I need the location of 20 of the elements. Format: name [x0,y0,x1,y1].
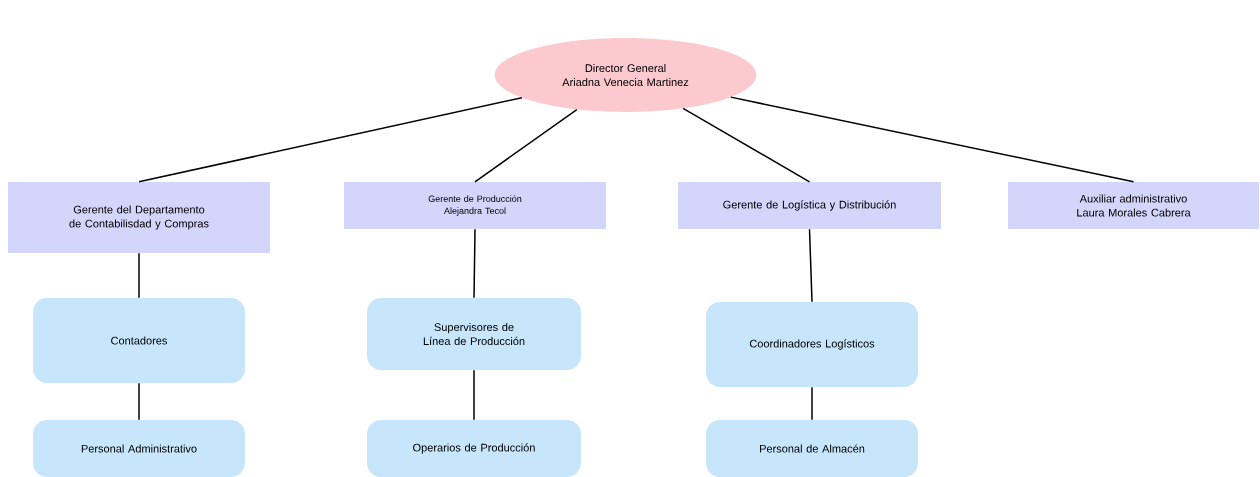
staff-box: Personal de Almacén [706,420,918,477]
manager-box: Gerente de Producción Alejandra Tecol [344,182,606,229]
staff-box: Supervisores de Línea de Producción [367,298,581,370]
staff-box: Operarios de Producción [367,420,581,477]
staff-box: Personal Administrativo [33,420,245,477]
connector-line [474,108,578,183]
connector-line [730,96,1135,183]
manager-box: Gerente del Departamento de Contabilisdad y Compras [8,182,270,253]
connector-line [138,252,140,299]
staff-box: Coordinadores Logísticos [706,302,918,387]
connector-line [138,382,140,421]
connector-line [811,386,813,421]
manager-box: Auxiliar administrativo Laura Morales Cabrera [1008,182,1259,229]
connector-line [473,369,475,421]
connector-line [138,97,523,183]
staff-box: Contadores [33,298,245,383]
connector-line [682,107,811,183]
connector-line [473,228,476,299]
connector-line [808,228,813,303]
manager-box: Gerente de Logística y Distribución [678,182,941,229]
